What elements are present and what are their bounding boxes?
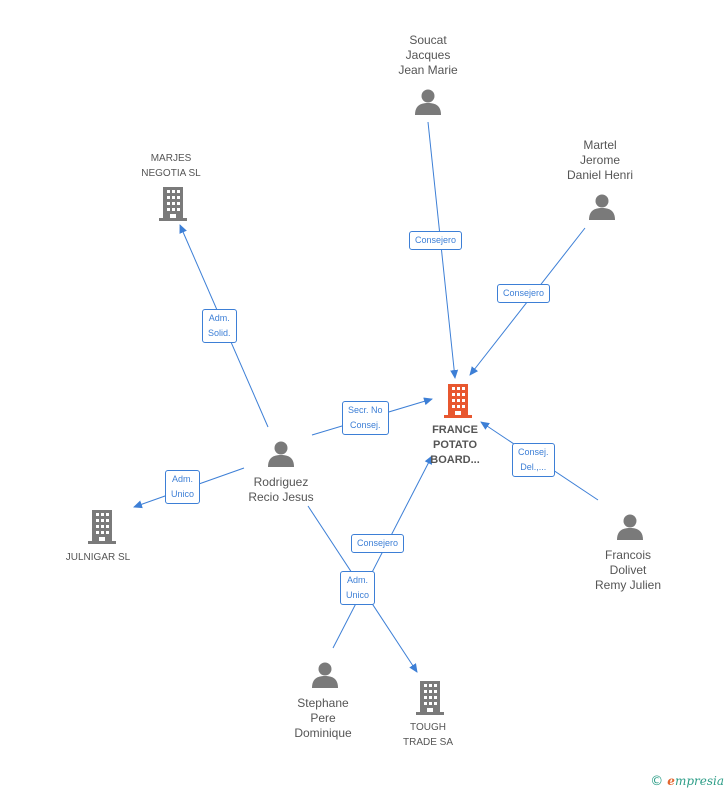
edge-soucat-france — [427, 121, 459, 379]
label-line: Jean Marie — [398, 63, 458, 77]
label-line: Consej. — [350, 420, 381, 430]
edge-label-soucat-france[interactable]: Consejero — [409, 231, 463, 250]
edge-label-martel-france[interactable]: Consejero — [497, 284, 551, 303]
label-line: Solid. — [208, 328, 231, 338]
label-line: Dolivet — [609, 563, 647, 577]
label-line: TOUGH — [410, 722, 446, 733]
node-label-julnigar[interactable]: JULNIGAR SL — [48, 550, 148, 565]
label-line: BOARD... — [430, 454, 480, 466]
label-line: Adm. — [172, 474, 194, 484]
label-line: Secr. No — [348, 405, 383, 415]
node-label-tough[interactable]: TOUGH TRADE SA — [378, 720, 478, 750]
node-label-rodriguez[interactable]: Rodriguez Recio Jesus — [228, 475, 334, 505]
label-line: Soucat — [409, 33, 447, 47]
edge-label-stephane-tough[interactable]: Adm. Unico — [340, 571, 376, 605]
building-icon — [159, 187, 187, 221]
person-icon — [312, 662, 338, 688]
person-icon — [589, 194, 615, 220]
label-line: Consejero — [357, 538, 399, 548]
edge-label-stephane-france[interactable]: Consejero — [351, 534, 405, 553]
person-icon — [617, 514, 643, 540]
label-line: Consejero — [503, 288, 545, 298]
label-line: Pere — [310, 711, 336, 725]
node-label-stephane[interactable]: Stephane Pere Dominique — [273, 696, 373, 741]
label-line: Rodriguez — [253, 475, 309, 489]
label-line: Adm. — [208, 313, 230, 323]
label-line: TRADE SA — [402, 737, 453, 748]
label-line: Daniel Henri — [566, 168, 634, 182]
label-line: Dominique — [294, 726, 352, 740]
label-line: Adm. — [347, 575, 369, 585]
label-line: MARJES — [150, 153, 192, 164]
label-line: Del.,... — [520, 462, 547, 472]
brand-name: mpresia — [674, 774, 724, 788]
label-line: POTATO — [433, 439, 477, 451]
copyright-icon: © — [650, 774, 664, 789]
label-line: Francois — [604, 548, 651, 562]
label-line: Jacques — [405, 48, 451, 62]
label-line: Unico — [171, 489, 195, 499]
label-line: Jerome — [579, 153, 620, 167]
edge-label-francois-france[interactable]: Consej. Del.,... — [512, 443, 555, 477]
label-line: FRANCE — [432, 424, 478, 436]
building-icon — [444, 384, 472, 418]
person-icon — [415, 89, 441, 115]
label-line: Recio Jesus — [248, 490, 314, 504]
label-line: Consej. — [518, 447, 549, 457]
empresia-logo: ©empresia — [650, 774, 724, 789]
node-label-soucat[interactable]: Soucat Jacques Jean Marie — [378, 33, 478, 78]
edge-label-rodriguez-julnigar[interactable]: Adm. Unico — [165, 470, 201, 504]
edge-label-rodriguez-france[interactable]: Secr. No Consej. — [342, 401, 389, 435]
building-icon — [416, 681, 444, 715]
node-label-martel[interactable]: Martel Jerome Daniel Henri — [550, 138, 650, 183]
label-line: JULNIGAR SL — [65, 552, 131, 563]
label-line: Stephane — [297, 696, 349, 710]
label-line: Unico — [346, 590, 370, 600]
building-icon — [88, 510, 116, 544]
brand-initial: e — [667, 774, 675, 788]
person-icon — [268, 441, 294, 467]
label-line: Remy Julien — [594, 578, 662, 592]
label-line: NEGOTIA SL — [141, 168, 201, 179]
edge-label-rodriguez-marjes[interactable]: Adm. Solid. — [202, 309, 237, 343]
label-line: Martel — [583, 138, 617, 152]
node-label-marjes[interactable]: MARJES NEGOTIA SL — [121, 151, 221, 181]
node-label-francois[interactable]: Francois Dolivet Remy Julien — [578, 548, 678, 593]
node-label-france[interactable]: FRANCE POTATO BOARD... — [405, 423, 505, 468]
label-line: Consejero — [415, 235, 457, 245]
